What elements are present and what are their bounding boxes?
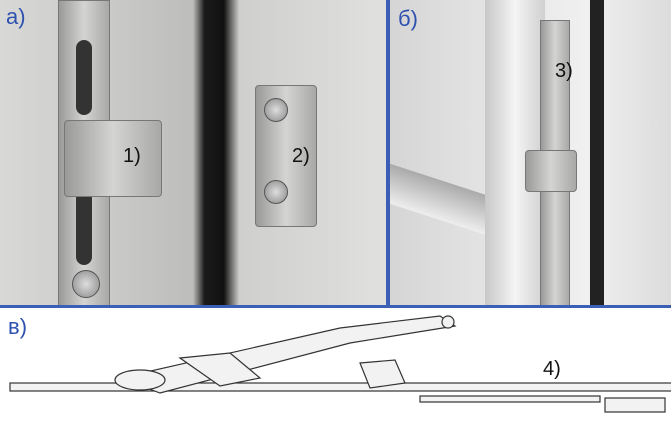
photo-panel-b: б) 3)	[390, 0, 671, 305]
strip-slot	[76, 40, 92, 115]
scissor-mechanism-drawing	[9, 315, 671, 413]
callout-2: 2)	[292, 145, 310, 167]
drawing-panel-c: в) 4)	[0, 308, 671, 423]
callout-4: 4)	[543, 358, 561, 380]
lower-rail	[419, 395, 601, 403]
screw-icon	[264, 180, 288, 204]
panel-label-a: а)	[6, 4, 26, 29]
pivot	[114, 369, 166, 391]
callout-3: 3)	[555, 60, 573, 82]
screw-icon	[264, 98, 288, 122]
separator-horizontal	[0, 305, 671, 308]
guide-rail	[9, 382, 671, 392]
sash-frame	[390, 163, 490, 237]
separator-vertical	[386, 0, 390, 305]
strip-slot	[76, 190, 92, 265]
panel-label-b: б)	[398, 6, 418, 31]
end-block-4	[604, 397, 666, 413]
photo-panel-a: а) 1) 2)	[0, 0, 386, 305]
pivot-pin	[441, 315, 455, 329]
frame-gap	[590, 0, 604, 305]
panel-label-c: в)	[8, 314, 28, 339]
callout-1: 1)	[123, 145, 141, 167]
sliding-block	[359, 359, 406, 389]
link-arm	[178, 352, 262, 387]
mushroom-pin-1	[64, 120, 162, 197]
screw-icon	[72, 270, 100, 298]
locking-cam-3	[525, 150, 577, 192]
